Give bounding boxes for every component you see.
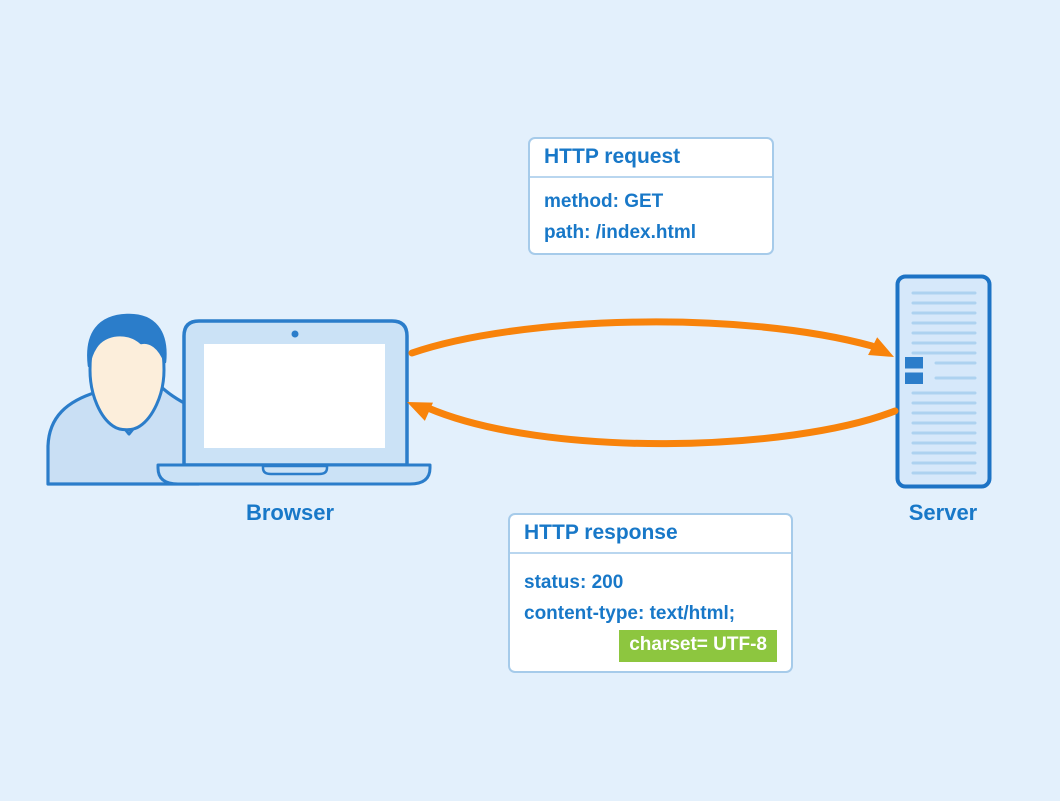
request-method-row: method: GET xyxy=(544,191,664,212)
http-request-box: HTTP request method: GET path: /index.ht… xyxy=(528,137,774,255)
arrow-right-icon xyxy=(408,318,894,357)
browser-label: Browser xyxy=(245,500,335,525)
server-led-icon xyxy=(905,357,923,369)
http-response-title: HTTP response xyxy=(510,515,791,554)
person-icon xyxy=(46,313,201,486)
response-content-type-row: content-type: text/html; xyxy=(524,603,736,624)
response-charset-row: charset= UTF-8 xyxy=(524,630,777,662)
response-status-row: status: 200 xyxy=(524,572,624,593)
charset-highlight: charset= UTF-8 xyxy=(619,630,777,662)
http-request-title: HTTP request xyxy=(530,139,772,178)
http-response-body: status: 200 content-type: text/html; cha… xyxy=(510,554,791,662)
webcam-dot-icon xyxy=(291,330,299,338)
arrow-left-icon xyxy=(407,402,899,448)
http-response-box: HTTP response status: 200 content-type: … xyxy=(508,513,793,673)
server-led-icon xyxy=(905,372,923,384)
server-label: Server xyxy=(908,500,978,525)
server-icon xyxy=(895,274,992,489)
request-path-row: path: /index.html xyxy=(544,222,696,243)
laptop-icon xyxy=(156,319,432,486)
http-request-body: method: GET path: /index.html xyxy=(530,178,772,248)
